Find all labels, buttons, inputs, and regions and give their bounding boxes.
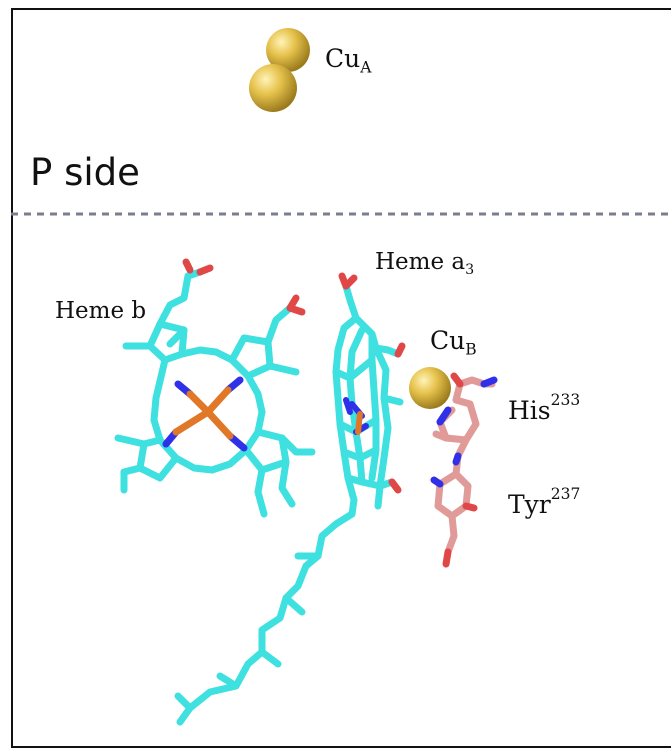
heme-a3-molecule — [174, 272, 406, 726]
cu-a-subscript: A — [360, 58, 372, 77]
heme-a3-subscript: 3 — [465, 261, 475, 278]
cu-a-atoms — [249, 28, 310, 112]
his-tyr-residues — [430, 372, 498, 568]
cu-a-text: Cu — [325, 44, 361, 73]
structure-scene — [11, 28, 671, 726]
his-superscript: 233 — [550, 391, 581, 410]
heme-b-label: Heme b — [55, 298, 147, 324]
tyr-superscript: 237 — [550, 485, 581, 504]
heme-b-molecule — [114, 258, 316, 518]
cu-a-label: CuA — [325, 44, 372, 77]
heme-a3-text: Heme a — [375, 249, 466, 275]
heme-a3-label: Heme a3 — [375, 249, 475, 278]
p-side-label: P side — [30, 151, 140, 194]
cu-b-label: CuB — [430, 326, 477, 359]
cu-b-atom — [409, 367, 451, 409]
his233-label: His233 — [508, 392, 580, 425]
cu-b-text: Cu — [430, 326, 466, 355]
cu-b-subscript: B — [465, 340, 477, 359]
his-text: His — [508, 396, 551, 425]
tyr-text: Tyr — [508, 490, 551, 519]
tyr237-label: Tyr237 — [508, 486, 580, 519]
